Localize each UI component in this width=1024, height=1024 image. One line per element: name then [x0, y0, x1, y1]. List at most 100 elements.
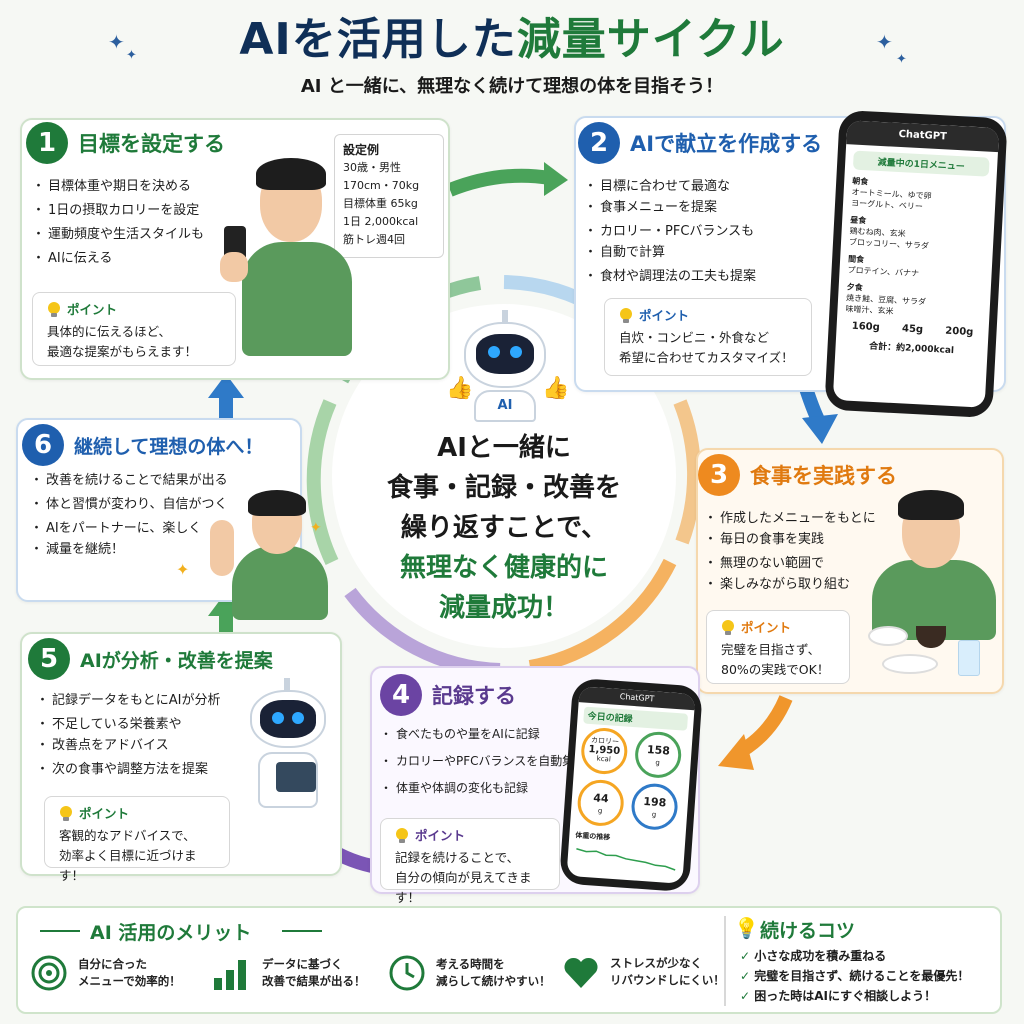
thumbs-up-icon: 👍 — [446, 376, 474, 401]
pfc-row: 160g 45g 200g — [836, 320, 988, 339]
list-item: 毎日の食事を実践 — [704, 529, 876, 550]
point-line: 具体的に伝えるほど、 — [47, 324, 172, 339]
person-flexing — [206, 490, 332, 620]
weight-trend-line — [576, 848, 676, 871]
pfc-f: 45g — [901, 323, 924, 336]
point-line: 自分の傾向が見えてきます！ — [395, 870, 532, 905]
list-item: 目標体重や期日を決める — [32, 176, 204, 197]
step4-number: 4 — [380, 674, 422, 716]
point-line: 効率よく目標に近づけます！ — [59, 848, 197, 883]
step4-bullets: 食べたものや量をAIに記録 カロリーやPFCバランスを自動集計 体重や体調の変化… — [380, 724, 586, 802]
list-item: 次の食事や調整方法を提案 — [36, 759, 220, 780]
merit-text: 考える時間を 減らして続けやすい！ — [436, 957, 551, 988]
point-line: 記録を続けることで、 — [395, 850, 520, 865]
step4-title: 記録する — [432, 684, 516, 708]
arrow-6-to-1 — [208, 374, 244, 422]
step2-header: 2 AIで献立を作成する — [578, 122, 822, 164]
water-glass-icon — [958, 640, 980, 676]
fat-unit: g — [597, 806, 603, 816]
person-shirt — [242, 242, 352, 356]
header: AIを活用した減量サイクル AI と一緒に、無理なく続けて理想の体を目指そう！ — [0, 12, 1024, 98]
list-item: 楽しみながら取り組む — [704, 574, 876, 595]
robot-center: AI 👍 👍 — [446, 310, 569, 422]
phone-record: ChatGPT 今日の記録 カロリー 1,950 kcal 158 g 44 g… — [558, 677, 704, 893]
carb-ring: 198 g — [629, 782, 680, 832]
target-icon — [31, 955, 67, 991]
center-line4: 無理なく健康的に — [399, 553, 608, 583]
list-item: 体と習慣が変わり、自信がつく — [30, 494, 228, 515]
sparkle-icon: ✦ — [896, 52, 907, 67]
title-part2: 減量サイクル — [516, 14, 785, 65]
person-hair — [248, 490, 306, 516]
robot-eye — [292, 712, 304, 724]
tip-item: 困った時はAIにすぐ相談しよう！ — [740, 986, 969, 1006]
list-item: 運動頻度や生活スタイルも — [32, 224, 204, 245]
person-hair — [256, 158, 326, 190]
meal-plates — [862, 620, 1000, 686]
point-line: 希望に合わせてカスタマイズ！ — [619, 350, 794, 365]
point-label: ポイント — [67, 302, 118, 317]
merit-item: 考える時間を 減らして続けやすい！ — [388, 954, 551, 992]
lightbulb-icon — [59, 806, 73, 822]
step2-bullets: 目標に合わせて最適な 食事メニューを提案 カロリー・PFCバランスも 自動で計算… — [584, 176, 756, 290]
app-bar: ChatGPT — [846, 120, 1000, 153]
list-item: カロリーやPFCバランスを自動集計 — [380, 751, 586, 772]
divider — [40, 930, 80, 932]
list-item: AIに伝える — [32, 248, 204, 269]
menu-title: 減量中の1日メニュー — [852, 150, 990, 177]
arrow-3-to-4 — [718, 695, 793, 770]
example-item: 1日 2,000kcal — [343, 215, 419, 228]
bar-chart-icon — [214, 960, 246, 990]
point-line: 完璧を目指さず、 — [721, 642, 821, 657]
merit-text: 自分に合った メニューで効率的！ — [78, 957, 181, 988]
list-item: 食べたものや量をAIに記録 — [380, 724, 586, 745]
center-line1: AIと一緒に — [437, 433, 571, 463]
point-label: ポイント — [741, 620, 792, 635]
merits-title: AI 活用のメリット — [90, 922, 252, 944]
list-item: AIをパートナーに、楽しく — [30, 518, 228, 539]
list-item: カロリー・PFCバランスも — [584, 221, 756, 242]
example-item: 目標体重 65kg — [343, 197, 418, 210]
sparkle-icon: ✦ — [108, 30, 125, 54]
robot-body: AI — [474, 390, 536, 422]
divider — [282, 930, 322, 932]
step3-point: ポイント 完璧を目指さず、 80%の実践でOK！ — [706, 610, 850, 684]
phone-menu: ChatGPT 減量中の1日メニュー 朝食オートミール、ゆで卵 ヨーグルト、ベリ… — [824, 109, 1008, 419]
arrow-1-to-2 — [447, 162, 568, 197]
step3-bullets: 作成したメニューをもとに 毎日の食事を実践 無理のない範囲で 楽しみながら取り組… — [704, 508, 876, 598]
merit-text: ストレスが少なく リバウンドしにくい！ — [610, 956, 725, 987]
fish-plate-icon — [882, 654, 938, 674]
step1-number: 1 — [26, 122, 68, 164]
step1-point: ポイント 具体的に伝えるほど、 最適な提案がもらえます！ — [32, 292, 236, 366]
phone-screen: ChatGPT 減量中の1日メニュー 朝食オートミール、ゆで卵 ヨーグルト、ベリ… — [832, 120, 1000, 408]
point-label: ポイント — [79, 806, 130, 821]
person-with-phone — [220, 156, 360, 356]
robot-eye — [488, 346, 500, 358]
list-item: 記録データをもとにAIが分析 — [36, 690, 220, 711]
pfc-p: 160g — [851, 320, 881, 334]
step4-header: 4 記録する — [380, 674, 516, 716]
list-item: 目標に合わせて最適な — [584, 176, 756, 197]
merit-item: 自分に合った メニューで効率的！ — [30, 954, 181, 992]
step3-header: 3 食事を実践する — [698, 454, 897, 496]
center-line3: 繰り返すことで、 — [400, 513, 608, 543]
point-line: 客観的なアドバイスで、 — [59, 828, 196, 843]
step3-title: 食事を実践する — [750, 464, 897, 488]
list-item: 作成したメニューをもとに — [704, 508, 876, 529]
lightbulb-icon — [721, 620, 735, 636]
calorie-ring: カロリー 1,950 kcal — [579, 726, 629, 776]
weight-title: 体重の推移 — [575, 831, 611, 842]
point-line: 最適な提案がもらえます！ — [47, 344, 198, 359]
clock-icon — [389, 955, 425, 991]
divider — [724, 916, 726, 1006]
lightbulb-icon — [47, 302, 61, 318]
step1-bullets: 目標体重や期日を決める 1日の摂取カロリーを設定 運動頻度や生活スタイルも AI… — [32, 176, 204, 272]
sparkle-icon: ✦ — [126, 48, 137, 63]
person-hand — [220, 252, 248, 282]
step2-number: 2 — [578, 122, 620, 164]
step3-number: 3 — [698, 454, 740, 496]
robot-face — [260, 700, 316, 738]
pfc-c: 200g — [945, 325, 974, 339]
tips-title: 続けるコツ — [760, 920, 856, 942]
heart-icon — [564, 957, 598, 988]
